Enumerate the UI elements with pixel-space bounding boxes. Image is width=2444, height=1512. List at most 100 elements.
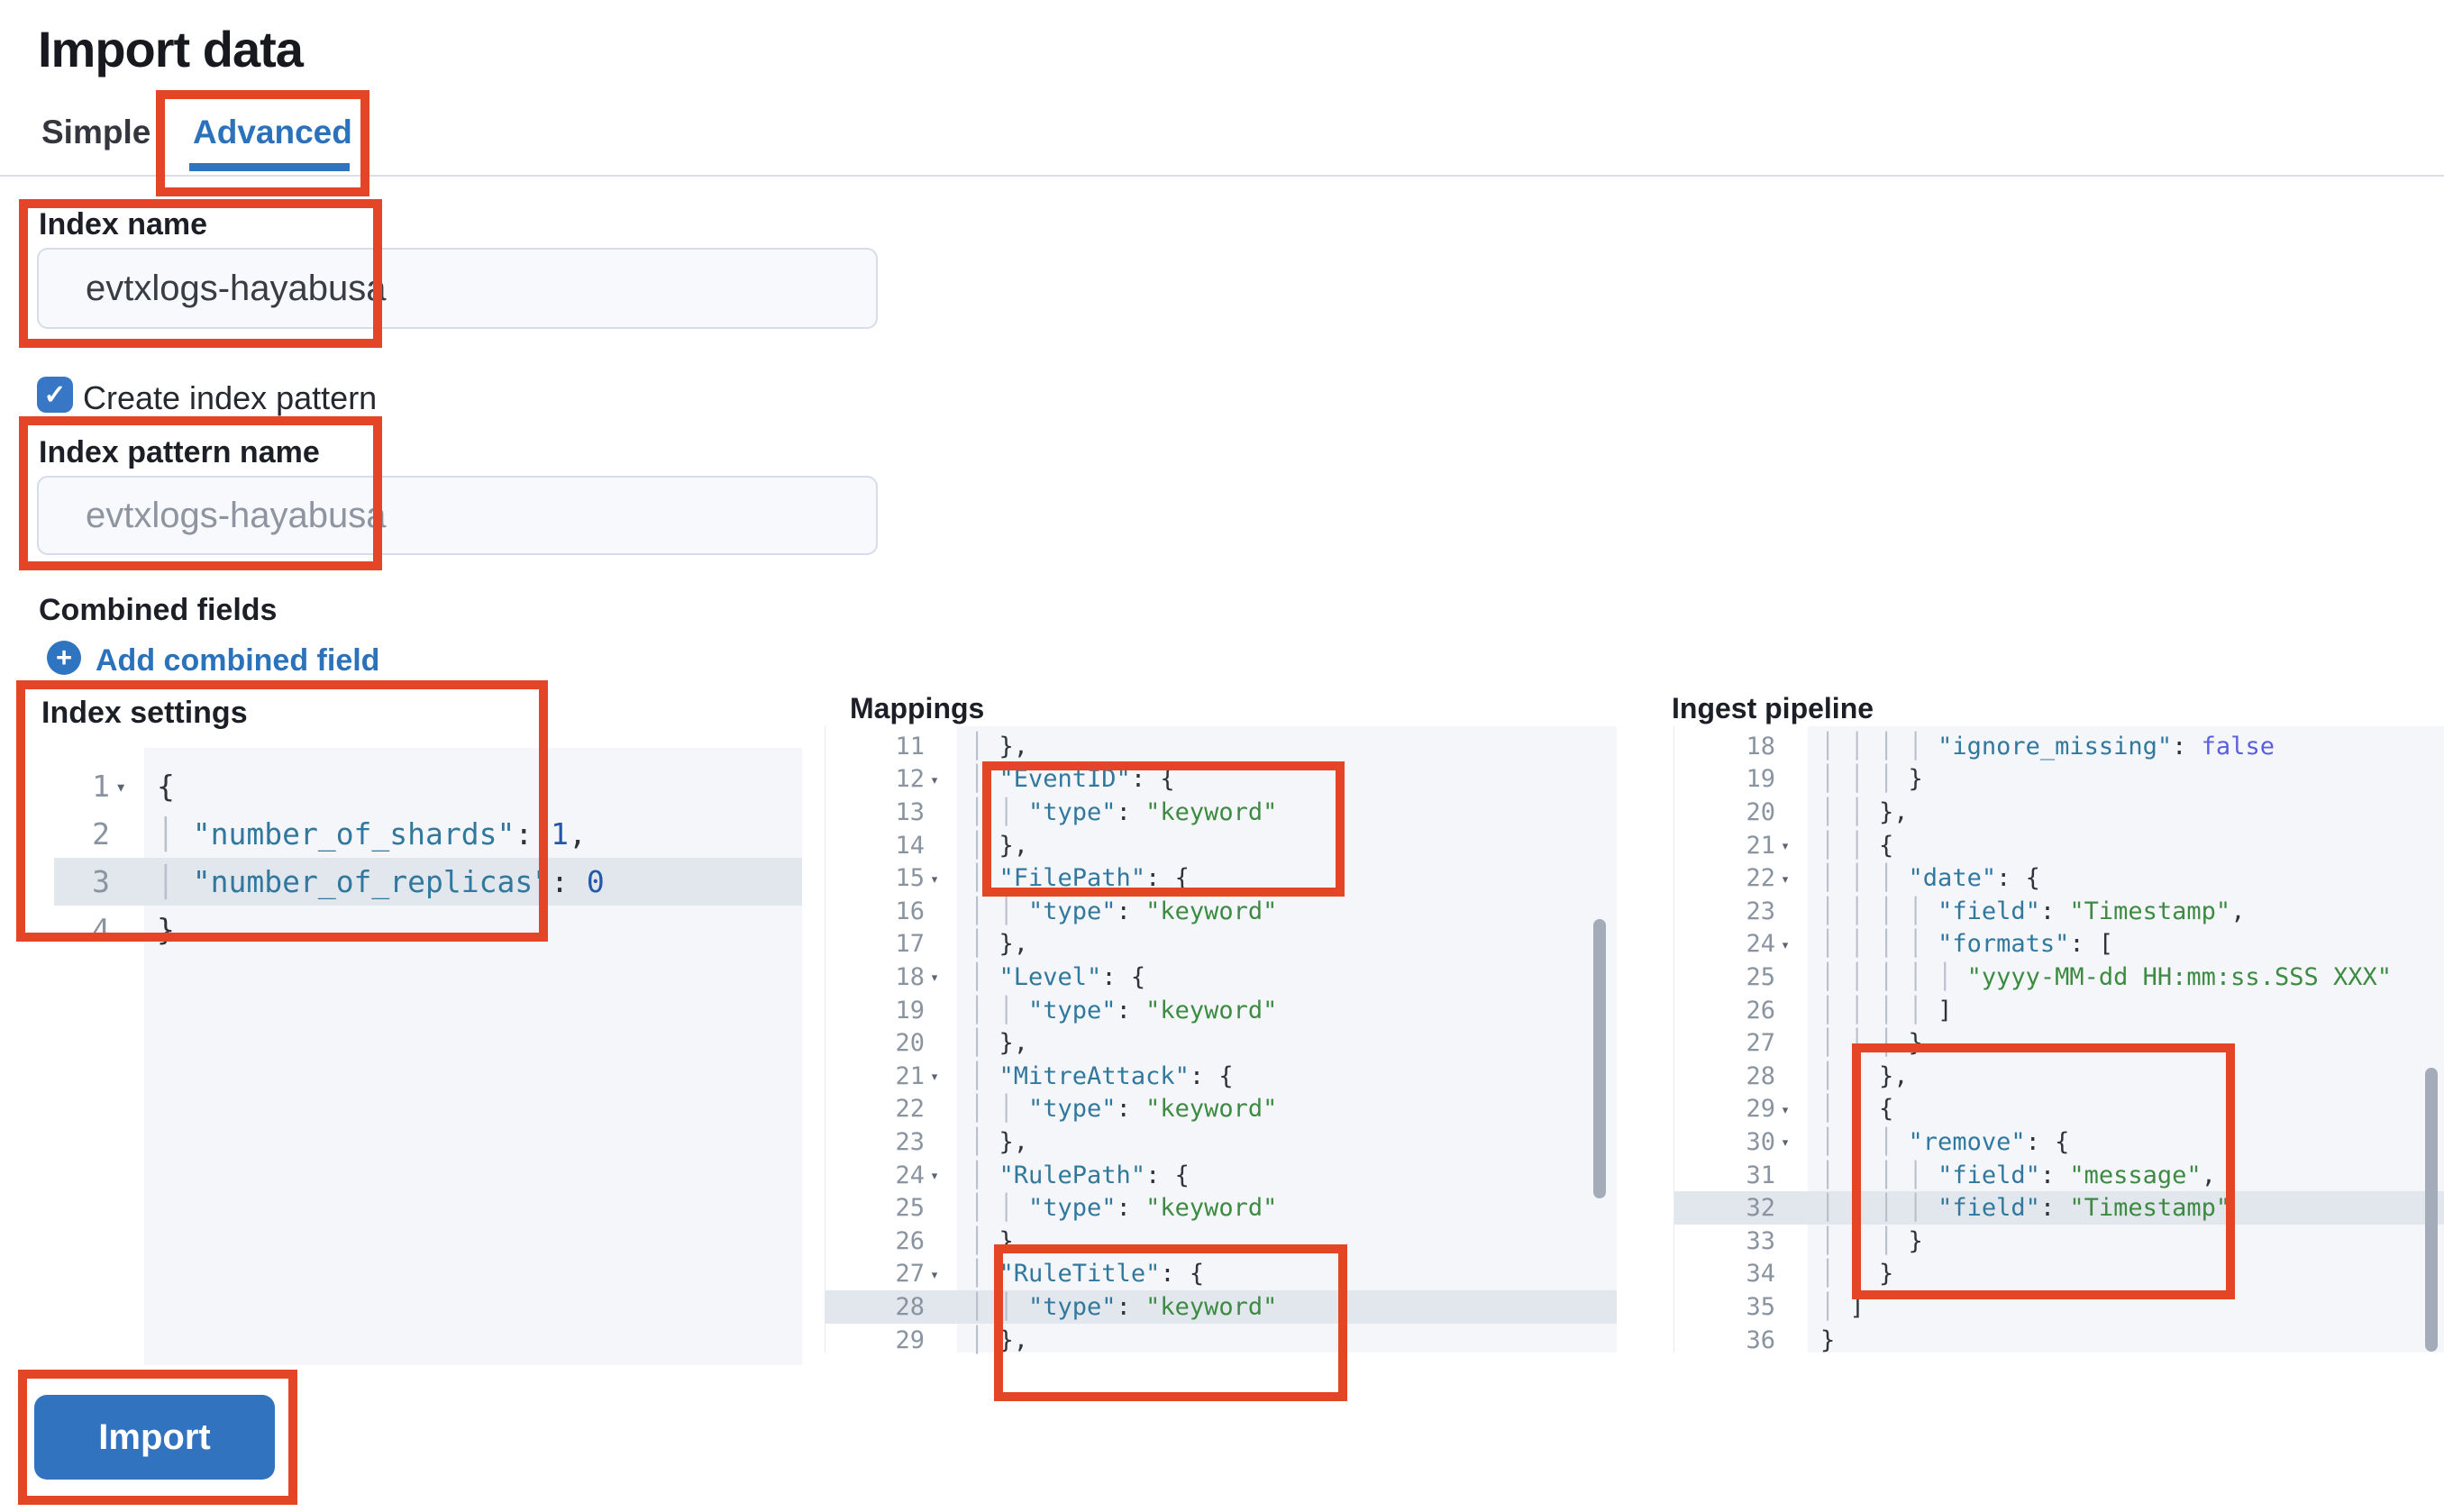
index-pattern-name-placeholder: evtxlogs-hayabusa xyxy=(86,495,387,535)
code-token: │ xyxy=(1879,930,1909,959)
tabs-divider xyxy=(0,175,2444,177)
code-token: { xyxy=(1879,831,1894,860)
code-token: : xyxy=(515,816,552,852)
editor-line[interactable]: 1▾{ xyxy=(54,762,802,810)
editor-line[interactable]: 23│ }, xyxy=(825,1125,1617,1159)
index-settings-editor[interactable]: 1▾{2│ "number_of_shards": 1,3│ "number_o… xyxy=(54,748,802,1365)
import-button[interactable]: Import xyxy=(34,1395,275,1480)
editor-line[interactable]: 23│ │ │ │ "field": "Timestamp", xyxy=(1674,895,2444,928)
fold-arrow-icon[interactable]: ▾ xyxy=(930,1166,940,1185)
editor-line[interactable]: 34│ │ } xyxy=(1674,1258,2444,1291)
code-token: │ xyxy=(1879,1226,1909,1255)
mappings-editor[interactable]: 11│ },12▾│ "EventID": {13│ │ "type": "ke… xyxy=(825,726,1617,1354)
editor-line[interactable]: 36} xyxy=(1674,1324,2444,1357)
fold-arrow-icon[interactable]: ▾ xyxy=(930,869,940,888)
add-combined-field-link[interactable]: Add combined field xyxy=(96,643,380,678)
code-token: │ xyxy=(970,1194,999,1223)
code-token: "type" xyxy=(1028,1292,1117,1321)
code-token: │ xyxy=(1820,1260,1850,1289)
code-token: │ xyxy=(1849,831,1880,860)
code-token: │ xyxy=(1879,996,1909,1025)
editor-line[interactable]: 11│ }, xyxy=(825,730,1617,763)
editor-line[interactable]: 31│ │ │ │ "field": "message", xyxy=(1674,1159,2444,1192)
editor-line[interactable]: 19│ │ │ } xyxy=(1674,763,2444,797)
fold-arrow-icon[interactable]: ▾ xyxy=(930,770,940,788)
editor-line[interactable]: 22│ │ "type": "keyword" xyxy=(825,1093,1617,1126)
editor-line[interactable]: 28│ │ "type": "keyword" xyxy=(825,1290,1617,1324)
fold-arrow-icon[interactable]: ▾ xyxy=(1781,836,1791,855)
code-token: : xyxy=(1116,1095,1146,1124)
editor-line[interactable]: 24▾│ │ │ │ "formats": [ xyxy=(1674,928,2444,961)
fold-arrow-icon[interactable]: ▾ xyxy=(930,1264,940,1283)
editor-line[interactable]: 21▾│ "MitreAttack": { xyxy=(825,1060,1617,1093)
editor-line[interactable]: 21▾│ │ { xyxy=(1674,829,2444,862)
code-token: "keyword" xyxy=(1145,1095,1278,1124)
editor-line[interactable]: 13│ │ "type": "keyword" xyxy=(825,796,1617,829)
editor-line[interactable]: 29▾│ │ { xyxy=(1674,1093,2444,1126)
code-token: } xyxy=(1879,1260,1894,1289)
index-settings-label: Index settings xyxy=(41,696,248,730)
code-text: │ }, xyxy=(953,1227,1028,1255)
ingest-scrollbar[interactable] xyxy=(2425,1068,2438,1352)
editor-line[interactable]: 30▾│ │ │ "remove": { xyxy=(1674,1125,2444,1159)
line-number: 35 xyxy=(1746,1292,1775,1321)
code-token: } xyxy=(1820,1325,1836,1354)
code-token: } xyxy=(1908,765,1923,794)
line-number: 18 xyxy=(895,962,925,991)
editor-line[interactable]: 19│ │ "type": "keyword" xyxy=(825,994,1617,1027)
editor-line[interactable]: 25│ │ │ │ │ "yyyy-MM-dd HH:mm:ss.SSS XXX… xyxy=(1674,961,2444,994)
fold-arrow-icon[interactable]: ▾ xyxy=(1781,1099,1791,1118)
editor-line[interactable]: 15▾│ "FilePath": { xyxy=(825,861,1617,895)
editor-line[interactable]: 4} xyxy=(54,906,802,953)
fold-arrow-icon[interactable]: ▾ xyxy=(1781,934,1791,953)
index-name-input[interactable]: evtxlogs-hayabusa xyxy=(37,248,878,329)
create-index-pattern-label[interactable]: Create index pattern xyxy=(83,379,378,416)
index-pattern-name-input[interactable]: evtxlogs-hayabusa xyxy=(37,476,878,555)
code-token: │ xyxy=(970,831,999,860)
editor-line[interactable]: 3│ "number_of_replicas": 0 xyxy=(54,858,802,906)
code-token: "keyword" xyxy=(1145,996,1278,1025)
code-token: }, xyxy=(999,1029,1029,1058)
code-token: "type" xyxy=(1028,897,1117,925)
editor-line[interactable]: 17│ }, xyxy=(825,928,1617,961)
editor-line[interactable]: 26│ }, xyxy=(825,1225,1617,1258)
editor-line[interactable]: 22▾│ │ │ "date": { xyxy=(1674,861,2444,895)
editor-line[interactable]: 20│ │ }, xyxy=(1674,796,2444,829)
editor-line[interactable]: 14│ }, xyxy=(825,829,1617,862)
editor-line[interactable]: 20│ }, xyxy=(825,1026,1617,1060)
editor-line[interactable]: 33│ │ │ } xyxy=(1674,1225,2444,1258)
editor-line[interactable]: 16│ │ "type": "keyword" xyxy=(825,895,1617,928)
code-token: │ xyxy=(1849,1029,1880,1058)
code-token: │ xyxy=(1820,732,1850,761)
tab-advanced[interactable]: Advanced xyxy=(193,114,352,150)
plus-circle-icon[interactable]: + xyxy=(47,641,81,675)
line-number: 33 xyxy=(1746,1226,1775,1255)
editor-line[interactable]: 32│ │ │ │ "field": "Timestamp" xyxy=(1674,1191,2444,1225)
editor-line[interactable]: 2│ "number_of_shards": 1, xyxy=(54,810,802,858)
editor-line[interactable]: 28│ │ }, xyxy=(1674,1060,2444,1093)
editor-line[interactable]: 27▾│ "RuleTitle": { xyxy=(825,1258,1617,1291)
checkmark-icon: ✓ xyxy=(43,379,67,410)
create-index-pattern-checkbox[interactable]: ✓ xyxy=(37,377,73,413)
tab-simple[interactable]: Simple xyxy=(41,114,151,150)
editor-line[interactable]: 24▾│ "RulePath": { xyxy=(825,1159,1617,1192)
editor-line[interactable]: 26│ │ │ │ ] xyxy=(1674,994,2444,1027)
editor-line[interactable]: 12▾│ "EventID": { xyxy=(825,763,1617,797)
fold-arrow-icon[interactable]: ▾ xyxy=(1781,869,1791,888)
editor-line[interactable]: 27│ │ │ } xyxy=(1674,1026,2444,1060)
fold-arrow-icon[interactable]: ▾ xyxy=(1781,1133,1791,1152)
fold-arrow-icon[interactable]: ▾ xyxy=(930,968,940,987)
fold-arrow-icon[interactable]: ▾ xyxy=(930,1067,940,1086)
fold-arrow-icon[interactable]: ▾ xyxy=(115,775,127,797)
editor-line[interactable]: 29│ }, xyxy=(825,1324,1617,1357)
code-token: : { xyxy=(1145,1161,1190,1189)
editor-line[interactable]: 25│ │ "type": "keyword" xyxy=(825,1191,1617,1225)
editor-line[interactable]: 18▾│ "Level": { xyxy=(825,961,1617,994)
line-number: 20 xyxy=(1746,797,1775,826)
editor-line[interactable]: 18│ │ │ │ "ignore_missing": false xyxy=(1674,730,2444,763)
code-text: │ "FilePath": { xyxy=(953,864,1190,892)
mappings-scrollbar[interactable] xyxy=(1593,919,1606,1198)
editor-line[interactable]: 35│ ] xyxy=(1674,1290,2444,1324)
code-text: │ │ │ │ "field": "Timestamp", xyxy=(1804,897,2245,925)
